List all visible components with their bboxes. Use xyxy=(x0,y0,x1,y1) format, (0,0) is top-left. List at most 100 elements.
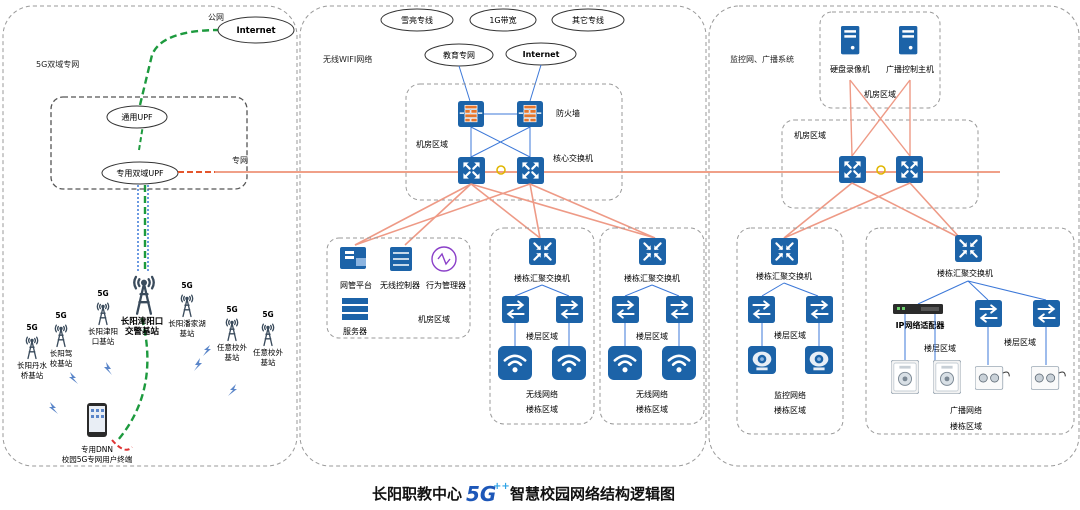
agg-switch-icon xyxy=(639,238,666,265)
station-name: 长阳驾 xyxy=(50,348,73,358)
title-prefix: 长阳职教中心 xyxy=(372,485,462,503)
floor-switch-icon xyxy=(502,296,529,323)
svg-text:专用双域UPF: 专用双域UPF xyxy=(116,168,164,178)
broadcast-host-label: 广播控制主机 xyxy=(886,64,934,74)
broadcast-building-box xyxy=(865,227,1075,435)
monitor-l2-icon-1 xyxy=(748,296,775,323)
svg-text:长阳津阳口: 长阳津阳口 xyxy=(121,316,164,327)
public-route xyxy=(138,28,221,106)
main-base-station: 长阳津阳口 交警基站 xyxy=(121,275,164,337)
section-monitor-label: 监控网、广播系统 xyxy=(730,54,794,64)
station-name: 口基站 xyxy=(92,336,115,346)
monitor-agg-label: 楼栋汇聚交换机 xyxy=(756,271,812,281)
upf-group xyxy=(50,96,248,190)
internet-cloud-mid: Internet xyxy=(505,42,577,66)
link-clouds: 雪亮专线 1G带宽 其它专线 xyxy=(380,8,625,32)
broadcast-floor-b: 楼层区域 xyxy=(1004,337,1036,347)
column-speaker-icon-2 xyxy=(1031,366,1066,390)
broadcast-agg-label: 楼栋汇聚交换机 xyxy=(937,268,993,278)
tower-icon xyxy=(225,318,239,342)
right-fanout-lines xyxy=(783,182,961,239)
tower-icon xyxy=(133,275,155,315)
speaker-icon-2 xyxy=(933,360,961,394)
station-name: 任意校外 xyxy=(253,347,283,357)
tower-icon xyxy=(25,336,39,360)
svg-text:服务器: 服务器 xyxy=(343,326,367,336)
agg-switch-icon xyxy=(529,238,556,265)
top-room-box xyxy=(819,11,941,109)
upf-private: 专用双域UPF xyxy=(101,161,179,185)
core-room-label: 机房区域 xyxy=(416,139,448,149)
section-5g-label: 5G双域专网 xyxy=(36,59,79,69)
station-name: 长阳丹水 xyxy=(17,360,47,370)
svg-text:通用UPF: 通用UPF xyxy=(121,112,153,122)
broadcast-host-icon xyxy=(899,26,918,55)
wireless-controller: 无线控制器 xyxy=(380,247,420,290)
speaker-icon-1 xyxy=(891,360,919,394)
column-speaker-icon-1 xyxy=(975,366,1010,390)
base-stations: 5G长阳丹水桥基站5G长阳驾校基站5G长阳津阳口基站5G长阳潘家湖基站5G任意校… xyxy=(17,281,283,380)
ip-adapter-label: IP网络适配器 xyxy=(896,320,946,330)
monitor-floor-label: 楼层区域 xyxy=(774,330,806,340)
behavior-manager: 行为管理器 xyxy=(426,246,466,290)
station-name: 基站 xyxy=(180,328,195,338)
section-wifi-label: 无线WIFI网络 xyxy=(323,54,372,64)
broadcast-l2-icon-2 xyxy=(1033,300,1060,327)
station-5g-label: 5G xyxy=(55,311,66,320)
upf-general: 通用UPF xyxy=(106,105,168,129)
wifi-network-label: 无线网络 xyxy=(526,389,558,399)
agg-switch-label: 楼栋汇聚交换机 xyxy=(624,273,680,283)
title-5g-logo: 5G xyxy=(466,482,496,506)
camera-icon-2 xyxy=(805,346,833,374)
recorder-label: 硬盘录像机 xyxy=(830,64,870,74)
station-name: 桥基站 xyxy=(21,370,44,380)
link-bandwidth: 1G带宽 xyxy=(489,15,516,25)
internet-cloud-left: Internet xyxy=(217,16,295,44)
floor-switch-icon xyxy=(612,296,639,323)
monitor-area-label: 楼栋区域 xyxy=(774,405,806,415)
svg-text:教育专网: 教育专网 xyxy=(443,50,475,60)
broadcast-area-label: 楼栋区域 xyxy=(950,421,982,431)
svg-text:校园5G专网用户终端: 校园5G专网用户终端 xyxy=(62,454,133,464)
core-switch-icon-1 xyxy=(458,157,485,184)
tower-icon xyxy=(96,302,110,326)
core-switch-icon-2 xyxy=(517,157,544,184)
public-net-label: 公网 xyxy=(208,13,224,22)
svg-text:网管平台: 网管平台 xyxy=(340,280,372,290)
station-name: 校基站 xyxy=(50,358,73,368)
firewall-icon-2 xyxy=(517,101,543,127)
svg-text:Internet: Internet xyxy=(236,26,275,36)
core-room-right-label: 机房区域 xyxy=(794,130,826,140)
broadcast-agg-icon xyxy=(955,235,982,262)
broadcast-network-label: 广播网络 xyxy=(950,405,982,415)
svg-text:无线控制器: 无线控制器 xyxy=(380,280,420,290)
server-room-box xyxy=(326,237,471,339)
core-fanout-lines xyxy=(354,183,656,246)
station-5g-label: 5G xyxy=(226,305,237,314)
recorder-icon xyxy=(841,26,860,55)
firewall-label: 防火墙 xyxy=(556,108,580,118)
section-monitor-box xyxy=(708,5,1080,467)
firewall-icon-1 xyxy=(458,101,484,127)
core-room-box xyxy=(405,83,623,201)
upf-link-green xyxy=(138,124,144,151)
net-mgmt-platform: 网管平台 xyxy=(340,247,372,290)
station-name: 基站 xyxy=(225,352,240,362)
server-room-label: 机房区域 xyxy=(418,314,450,324)
terminal-phone: 专用DNN 校园5G专网用户终端 xyxy=(62,403,133,464)
broadcast-floor-a: 楼层区域 xyxy=(924,343,956,353)
broadcast-l2-icon-1 xyxy=(975,300,1002,327)
station-name: 长阳潘家湖 xyxy=(168,318,206,328)
station-name: 长阳津阳 xyxy=(88,326,118,336)
agg-switch-label: 楼栋汇聚交换机 xyxy=(514,273,570,283)
monitor-network-label: 监控网络 xyxy=(774,390,806,400)
